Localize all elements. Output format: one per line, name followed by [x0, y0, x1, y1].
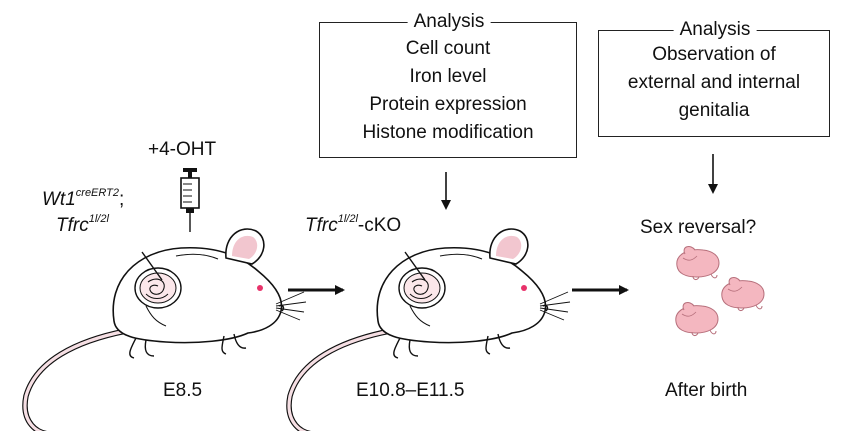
stage-label-e10-8-e11-5: E10.8–E11.5 [356, 380, 465, 401]
genotype-wt1-label: Wt1creERT2; [42, 187, 125, 211]
analysis-item-observation: Observation of [652, 44, 776, 65]
analysis-item-iron-level: Iron level [409, 66, 487, 87]
stage-label-after-birth: After birth [665, 380, 748, 401]
analysis-item-external-internal: external and internal [627, 72, 801, 93]
genotype-tfrc-label: Tfrc1l/2l [56, 213, 109, 237]
genotype-cko-label: Tfrc1l/2l-cKO [305, 213, 402, 237]
analysis-item-protein-expression: Protein expression [369, 94, 527, 115]
mouse-ko-icon [289, 229, 570, 431]
analysis-item-cell-count: Cell count [405, 38, 491, 59]
analysis-box-title: Analysis [407, 11, 491, 33]
mouse-e8-5-icon [25, 229, 306, 431]
analysis-box-molecular: Analysis Cell count Iron level Protein e… [319, 11, 577, 158]
syringe-icon [180, 168, 200, 232]
analysis-item-genitalia: genitalia [678, 100, 750, 121]
pup-icon [675, 302, 719, 337]
gonad-pointer-line [141, 251, 163, 281]
analysis-box-title: Analysis [673, 19, 757, 41]
pup-icon [676, 246, 720, 281]
analysis-item-histone-modification: Histone modification [362, 122, 534, 143]
treatment-label: +4-OHT [148, 139, 217, 160]
pup-icon [721, 277, 765, 312]
gonad-pointer-line [404, 251, 426, 281]
analysis-box-genitalia: Analysis Observation of external and int… [598, 19, 830, 137]
stage-label-e8-5: E8.5 [163, 380, 203, 401]
sex-reversal-question: Sex reversal? [640, 217, 757, 238]
